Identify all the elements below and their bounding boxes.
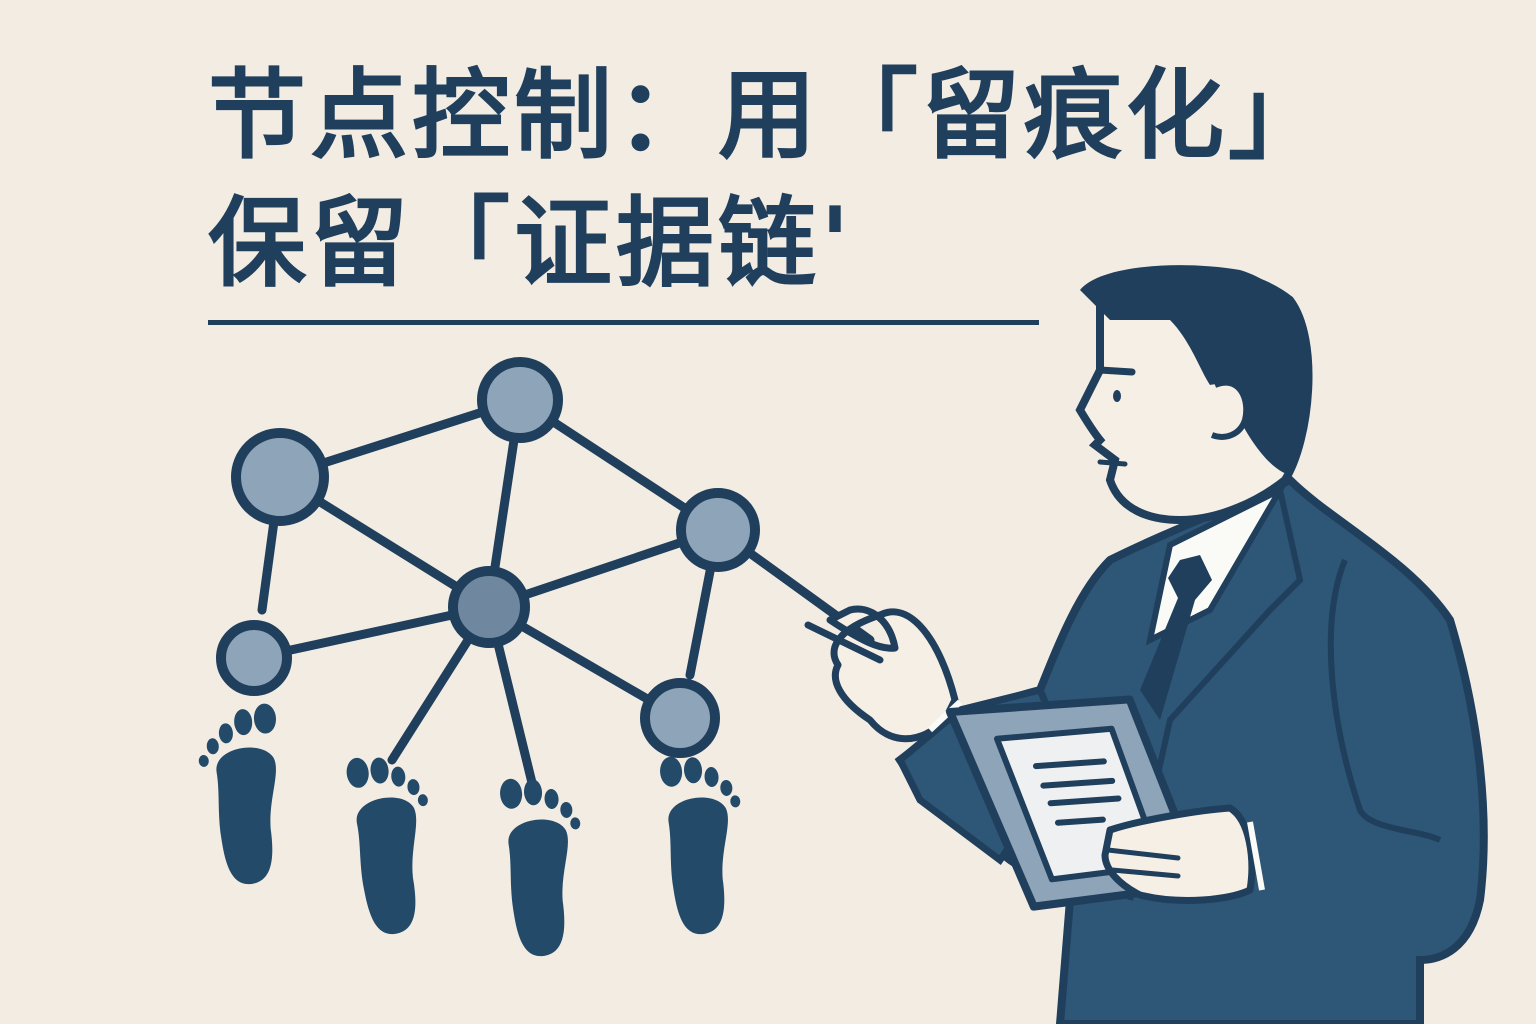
network-edges xyxy=(249,395,875,800)
eye xyxy=(1113,390,1121,402)
document-text-lines xyxy=(1032,758,1122,826)
node-top xyxy=(477,357,563,443)
page-title: 节点控制：用「留痕化」 保留「证据链' xyxy=(208,52,1330,308)
eyebrow xyxy=(1096,366,1136,376)
footprint-icon xyxy=(660,756,741,934)
footprints xyxy=(198,703,741,956)
node-right xyxy=(676,488,760,572)
holding-hand xyxy=(1101,804,1256,904)
footprint-icon xyxy=(500,778,581,956)
footprint-icon xyxy=(198,703,276,884)
footprint-icon xyxy=(346,757,428,935)
node-left xyxy=(216,620,292,696)
node-upper-left xyxy=(231,428,329,526)
businessman-figure xyxy=(804,265,1488,1024)
node-lower-right xyxy=(640,678,720,758)
pointing-hand xyxy=(826,605,959,743)
hair xyxy=(1080,265,1311,475)
title-line-2: 保留「证据链' xyxy=(208,187,855,301)
title-line-1: 节点控制：用「留痕化」 xyxy=(208,59,1331,173)
title-divider xyxy=(208,320,1039,325)
tie xyxy=(1140,555,1212,720)
node-center xyxy=(448,566,530,648)
ear xyxy=(1210,379,1250,440)
mouth xyxy=(1097,459,1128,467)
network-nodes xyxy=(216,357,760,758)
